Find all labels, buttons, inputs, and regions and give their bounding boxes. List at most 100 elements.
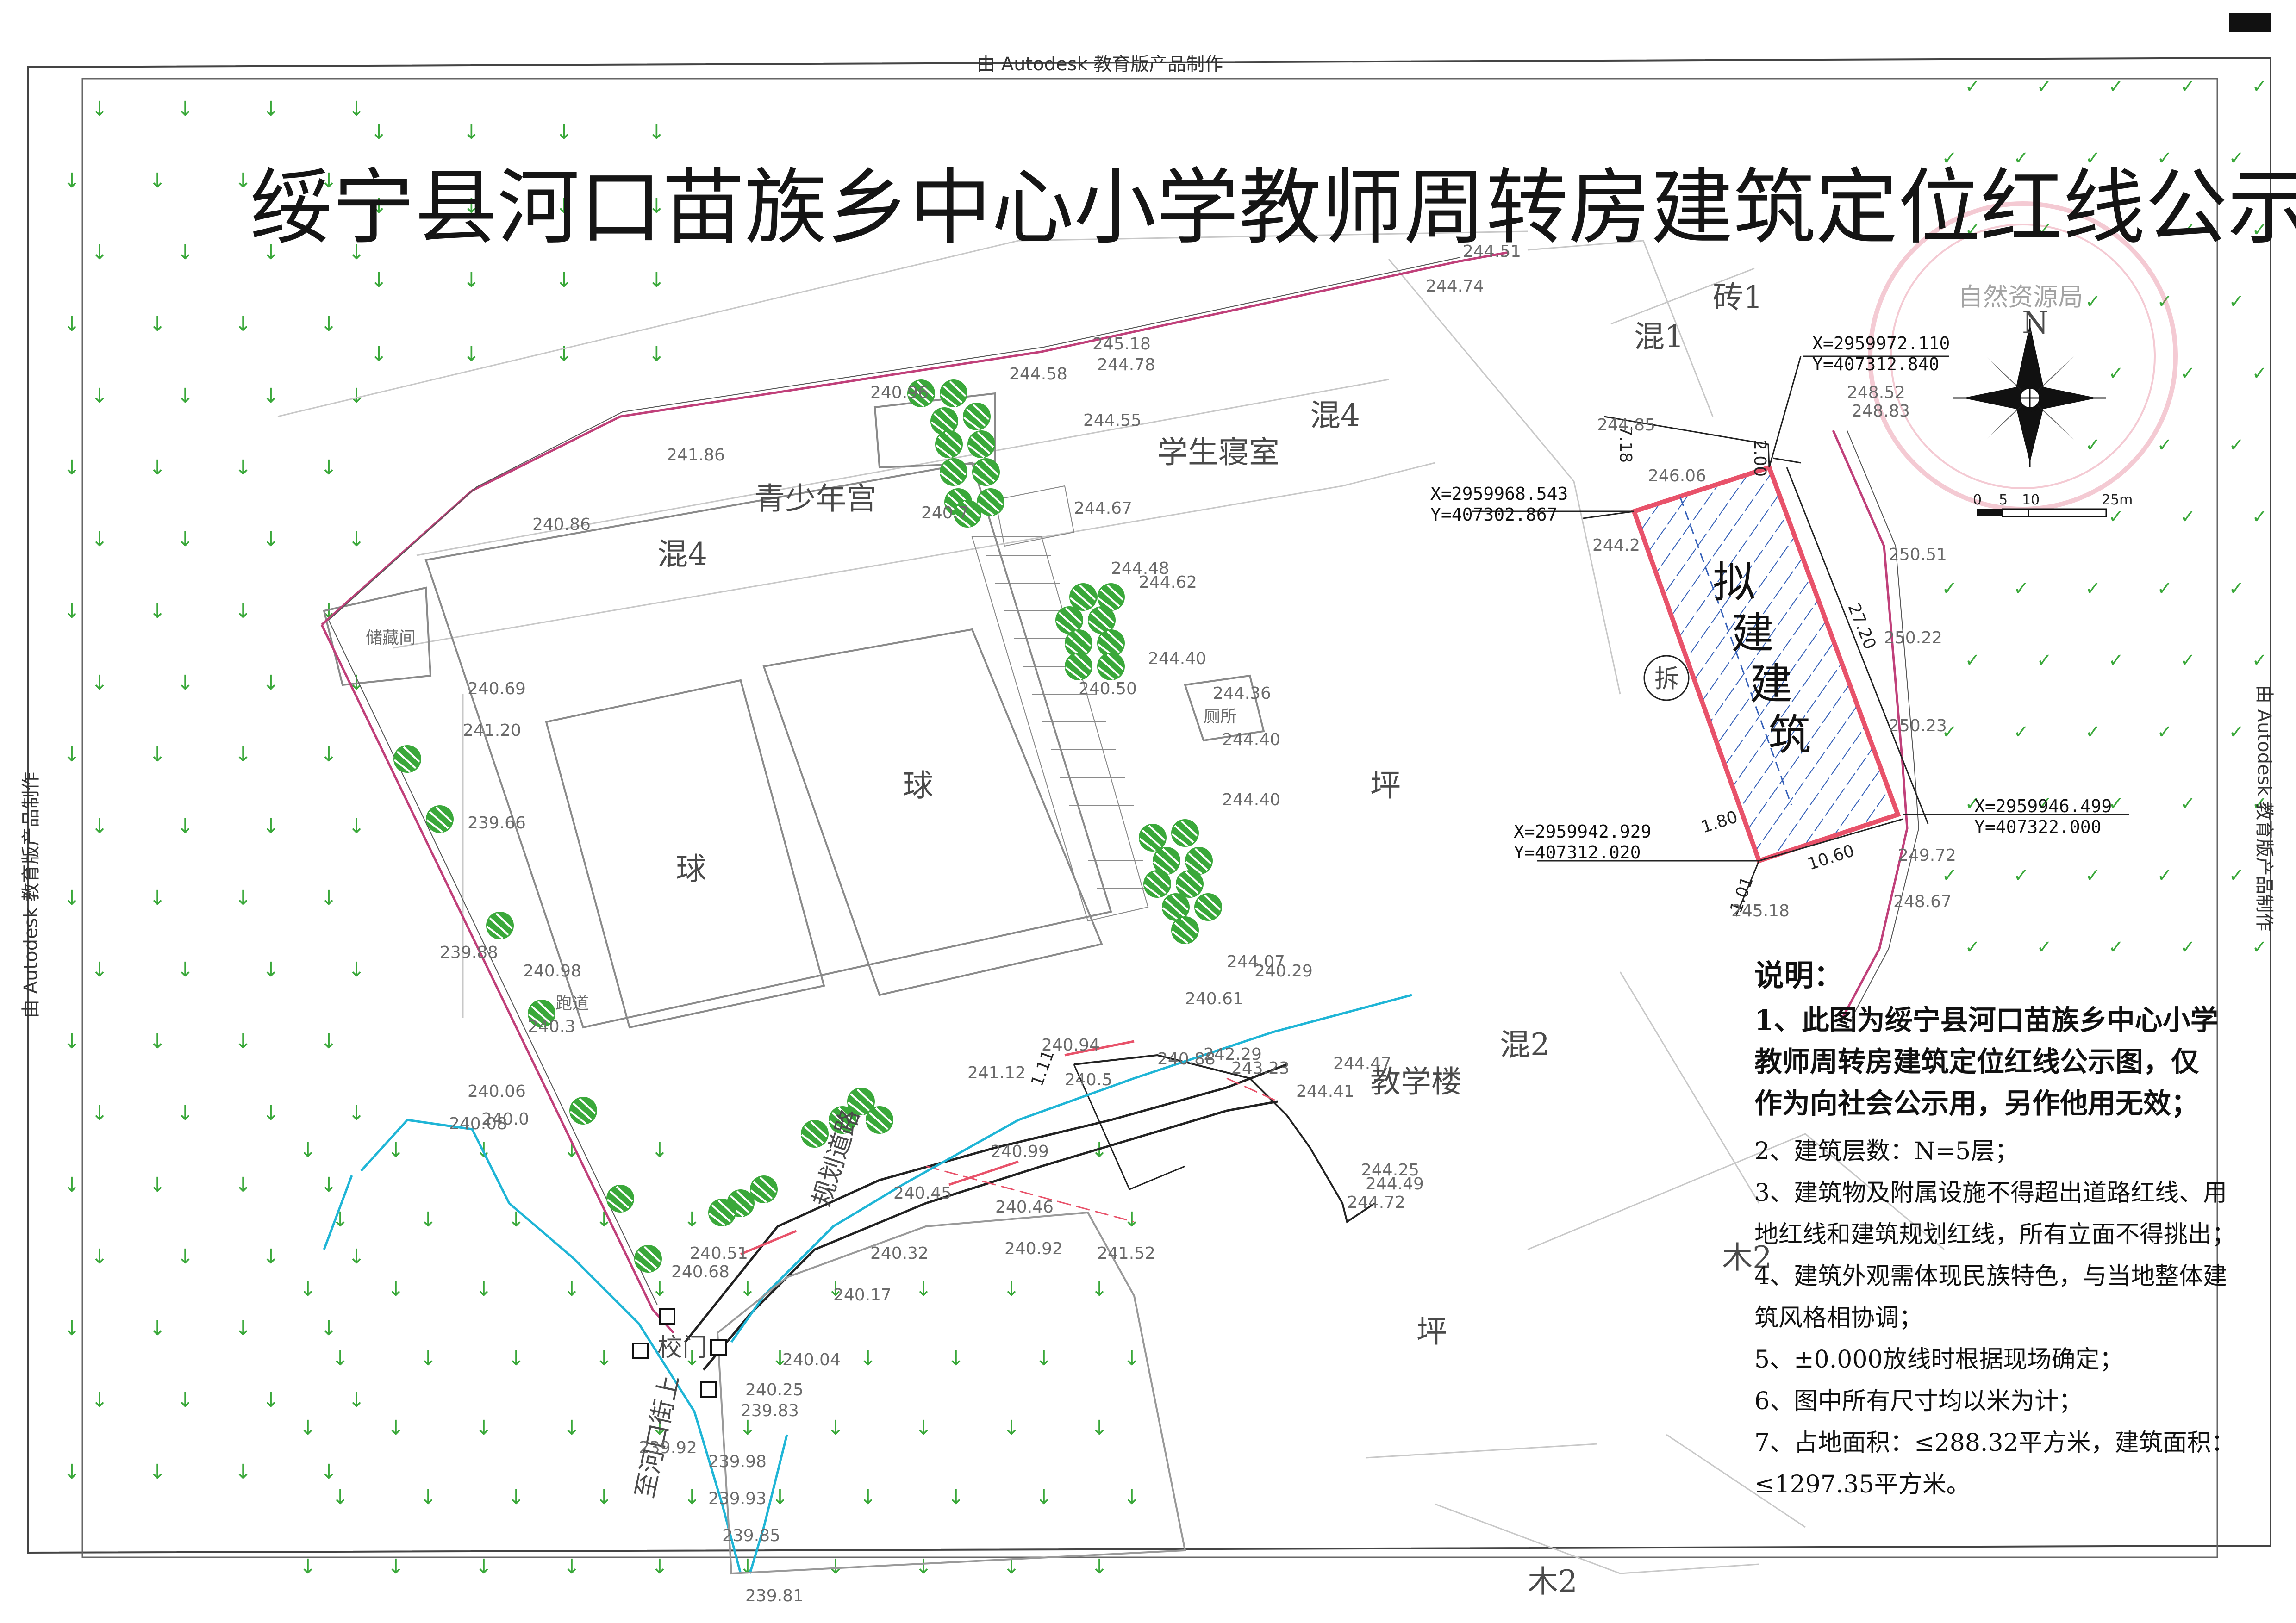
slope-arrow-icon: ↓ xyxy=(235,1030,252,1053)
label-qiu-a: 球 xyxy=(676,851,706,887)
vegetation-mark-icon: ✓ xyxy=(2085,578,2101,599)
scale-label-10: 10 xyxy=(2022,492,2040,508)
slope-arrow-icon: ↓ xyxy=(63,1317,81,1340)
elevation-label: 240.0 xyxy=(481,1110,529,1129)
tree-icon xyxy=(633,1244,663,1274)
slope-arrow-icon: ↓ xyxy=(177,1101,194,1125)
vegetation-mark-icon: ✓ xyxy=(2157,291,2173,312)
elevation-label: 240.51 xyxy=(690,1244,748,1263)
tree-icon xyxy=(1142,869,1172,899)
note-line-8: 筑风格相协调； xyxy=(1754,1304,1923,1332)
slope-arrow-icon: ↓ xyxy=(915,1555,932,1579)
elevation-label: 240.88 xyxy=(1157,1050,1216,1069)
slope-arrow-icon: ↓ xyxy=(555,342,573,366)
slope-arrow-icon: ↓ xyxy=(320,312,337,336)
slope-arrow-icon: ↓ xyxy=(1091,1277,1108,1301)
slope-arrow-icon: ↓ xyxy=(475,1555,493,1579)
vegetation-mark-icon: ✓ xyxy=(2180,219,2196,241)
elevation-label: 240.61 xyxy=(1185,989,1243,1008)
elevation-label: 240.92 xyxy=(1004,1239,1063,1258)
tree-icon xyxy=(967,429,996,459)
elevation-label: 239.83 xyxy=(741,1401,799,1420)
slope-arrow-icon: ↓ xyxy=(91,815,108,838)
slope-arrow-icon: ↓ xyxy=(508,1486,525,1509)
elevation-label: 244.41 xyxy=(1296,1082,1354,1101)
slope-arrow-icon: ↓ xyxy=(1091,1555,1108,1579)
slope-arrow-icon: ↓ xyxy=(91,528,108,551)
slope-arrow-icon: ↓ xyxy=(948,1486,965,1509)
slope-arrow-icon: ↓ xyxy=(555,194,573,218)
slope-arrow-icon: ↓ xyxy=(149,1030,166,1053)
coord-se: X=2959946.499 Y=407322.000 xyxy=(1974,796,2112,837)
slope-arrow-icon: ↓ xyxy=(235,1173,252,1197)
elevation-label: 239.81 xyxy=(745,1586,804,1605)
tree-icon xyxy=(1138,823,1167,852)
slope-arrow-icon: ↓ xyxy=(149,1460,166,1484)
slope-arrow-icon: ↓ xyxy=(299,1416,317,1440)
slope-arrow-icon: ↓ xyxy=(177,1245,194,1269)
vegetation-mark-icon: ✓ xyxy=(2014,865,2029,886)
slope-arrow-icon: ↓ xyxy=(91,97,108,121)
elevation-label: 239.93 xyxy=(708,1489,767,1508)
demolish-circle xyxy=(1643,655,1690,701)
watermark-left: 由 Autodesk 教育版产品制作 xyxy=(20,772,42,1018)
tree-icon xyxy=(934,429,964,459)
elevation-label: 244.49 xyxy=(1366,1175,1424,1194)
elevation-label: 244.36 xyxy=(1213,684,1271,703)
elevation-label: 244.40 xyxy=(1148,649,1206,668)
vegetation-mark-icon: ✓ xyxy=(2037,219,2053,241)
slope-arrow-icon: ↓ xyxy=(149,312,166,336)
planned-road xyxy=(684,1040,1376,1371)
slope-arrow-icon: ↓ xyxy=(299,1277,317,1301)
elevation-label: 245.18 xyxy=(1731,902,1790,920)
tree-icon xyxy=(485,911,515,940)
slope-arrow-icon: ↓ xyxy=(63,1030,81,1053)
slope-arrow-icon: ↓ xyxy=(262,815,280,838)
tree-icon xyxy=(971,457,1001,487)
slope-arrow-icon: ↓ xyxy=(651,1277,668,1301)
slope-arrow-icon: ↓ xyxy=(235,169,252,193)
slope-arrow-icon: ↓ xyxy=(387,1416,405,1440)
label-toilet: 厕所 xyxy=(1204,707,1237,726)
vegetation-mark-icon: ✓ xyxy=(1942,578,1958,599)
vegetation-mark-icon: ✓ xyxy=(1942,865,1958,886)
gate-posts xyxy=(632,1308,727,1398)
elevation-label: 240.69 xyxy=(468,679,526,698)
note-line-11: 7、占地面积：≤288.32平方米，建筑面积： xyxy=(1754,1429,2235,1457)
slope-arrow-icon: ↓ xyxy=(348,815,365,838)
proposed-label-4: 筑 xyxy=(1768,710,1811,760)
elevation-label: 248.67 xyxy=(1893,892,1952,911)
elevation-label: 245.18 xyxy=(1092,335,1151,354)
slope-arrow-icon: ↓ xyxy=(651,1138,668,1162)
slope-arrow-icon: ↓ xyxy=(1036,1347,1053,1370)
vegetation-mark-icon: ✓ xyxy=(1965,76,1981,97)
elevation-label: 244.58 xyxy=(1009,365,1067,384)
slope-arrow-icon: ↓ xyxy=(684,1208,701,1231)
watermark-top: 由 Autodesk 教育版产品制作 xyxy=(977,54,1223,75)
svg-text:Y=407302.867: Y=407302.867 xyxy=(1430,504,1558,525)
slope-arrow-icon: ↓ xyxy=(420,1347,437,1370)
elevation-label: 240.68 xyxy=(671,1262,730,1281)
elevation-label: 239.98 xyxy=(708,1452,767,1471)
coord-nw: X=2959968.543 Y=407302.867 xyxy=(1430,484,1568,525)
page-title: 绥宁县河口苗族乡中心小学教师周转房建筑定位红线公示图 xyxy=(250,160,2296,255)
elevation-label: 244.40 xyxy=(1222,730,1280,749)
slope-arrow-icon: ↓ xyxy=(149,1173,166,1197)
slope-arrow-icon: ↓ xyxy=(63,886,81,910)
elevation-label: 240.08 xyxy=(449,1114,507,1133)
slope-arrow-icon: ↓ xyxy=(1123,1347,1141,1370)
slope-arrows: ↓↓↓↓↓↓↓↓↓↓↓↓↓↓↓↓↓↓↓↓↓↓↓↓↓↓↓↓↓↓↓↓↓↓↓↓↓↓↓↓… xyxy=(63,76,2267,1579)
svg-text:Y=407312.840: Y=407312.840 xyxy=(1812,354,1940,374)
note-line-4: 2、建筑层数：N=5层； xyxy=(1754,1138,2019,1165)
vegetation-mark-icon: ✓ xyxy=(2037,650,2053,671)
slope-arrow-icon: ↓ xyxy=(860,1347,877,1370)
slope-arrow-icon: ↓ xyxy=(91,1245,108,1269)
label-qiu-b: 球 xyxy=(903,768,933,803)
slope-arrow-icon: ↓ xyxy=(370,120,387,144)
label-teaching: 教学楼 xyxy=(1370,1064,1462,1100)
label-pao: 跑道 xyxy=(555,994,589,1013)
tree-icon xyxy=(1170,818,1200,848)
elevation-label: 239.92 xyxy=(639,1438,697,1457)
slope-arrow-icon: ↓ xyxy=(348,241,365,264)
